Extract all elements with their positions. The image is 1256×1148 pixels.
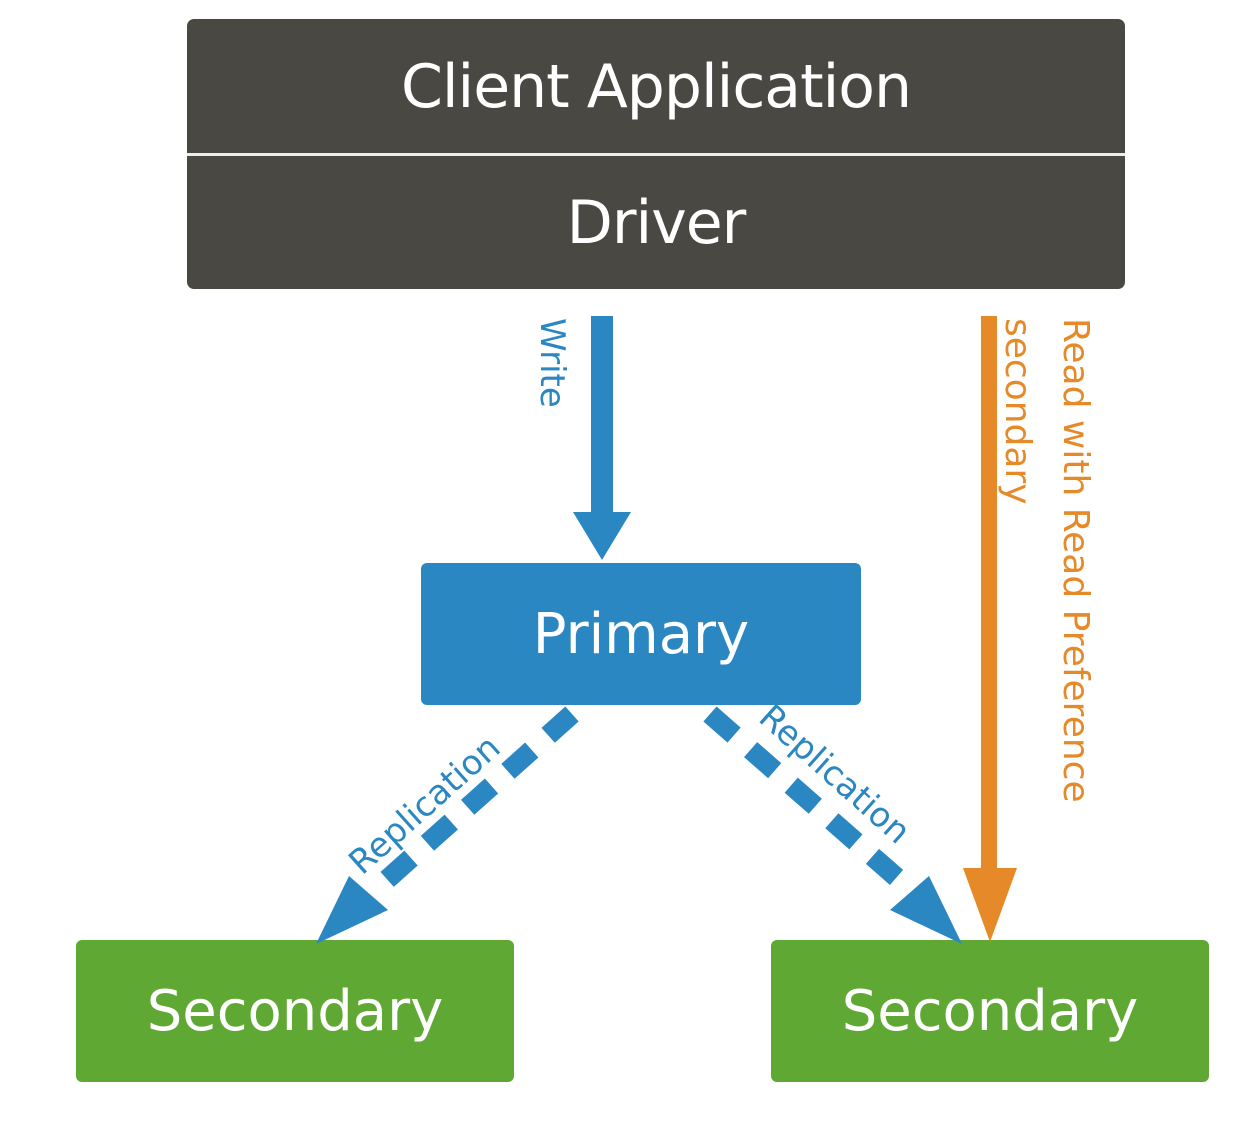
read-arrow-shaft — [981, 316, 997, 874]
client-application-box: Client Application Driver — [187, 19, 1125, 289]
read-label-line2: secondary — [997, 318, 1038, 505]
read-arrow-head — [963, 868, 1017, 942]
driver-label: Driver — [566, 187, 747, 258]
secondary-left-label: Secondary — [146, 978, 444, 1044]
replication-right-head — [890, 876, 962, 944]
replication-left-head — [316, 876, 388, 944]
client-application-label: Client Application — [400, 51, 912, 122]
write-arrow-shaft — [591, 316, 613, 514]
replication-right-shaft — [703, 706, 911, 892]
write-arrow: Write — [532, 316, 631, 560]
secondary-right-label: Secondary — [841, 978, 1139, 1044]
replication-left-shaft — [375, 706, 579, 892]
primary-node: Primary — [421, 563, 861, 705]
write-label: Write — [532, 318, 572, 408]
replication-arrow-left: Replication — [316, 706, 579, 944]
write-arrow-head — [573, 512, 631, 560]
read-arrow: Read with Read Preference secondary — [963, 316, 1096, 942]
secondary-node-left: Secondary — [76, 940, 514, 1082]
primary-label: Primary — [532, 601, 750, 667]
client-driver-divider — [187, 153, 1125, 156]
read-label-line1: Read with Read Preference — [1055, 318, 1096, 803]
secondary-node-right: Secondary — [771, 940, 1209, 1082]
replication-arrow-right: Replication — [703, 697, 962, 944]
